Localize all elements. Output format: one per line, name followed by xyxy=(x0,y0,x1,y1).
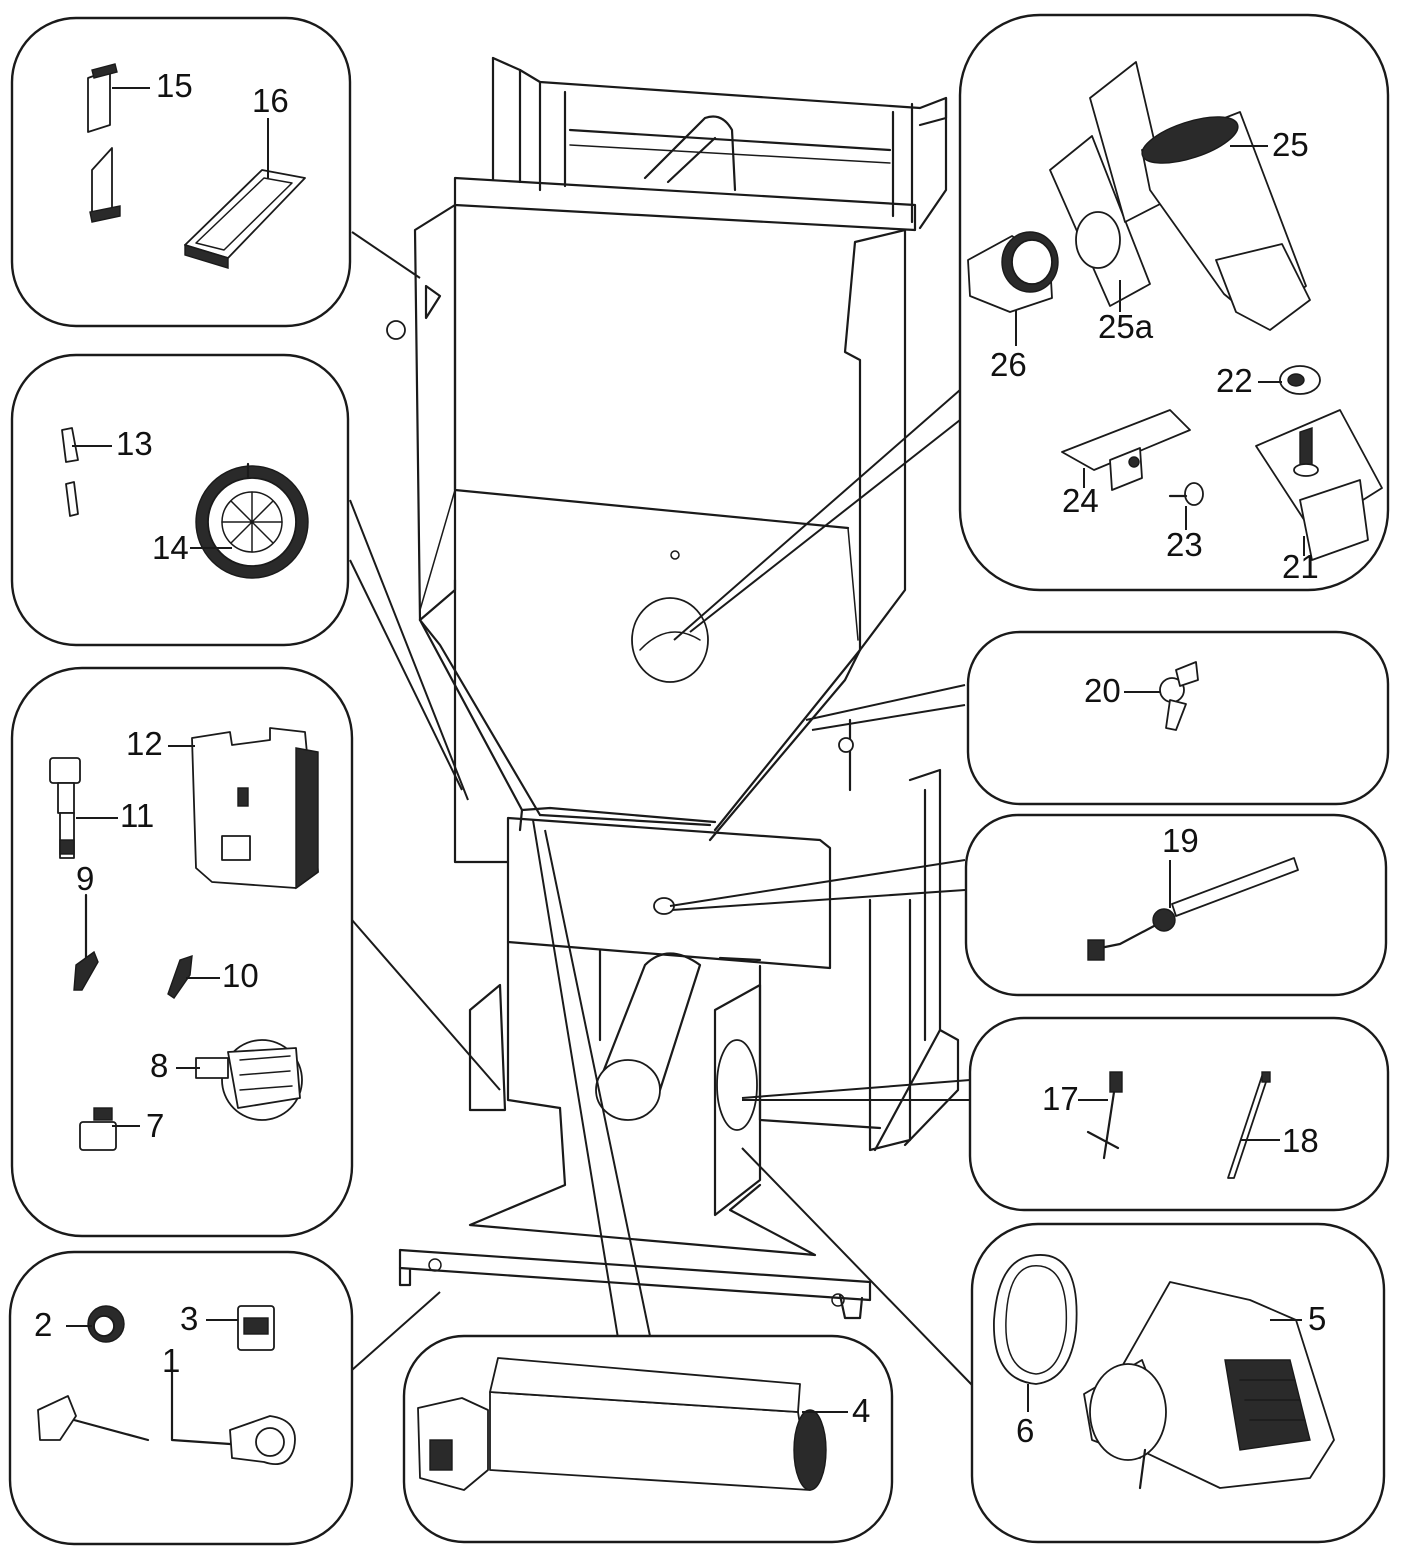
leader-lines xyxy=(349,231,973,1386)
callout-14: 14 xyxy=(152,529,189,566)
panel-15-16 xyxy=(10,16,352,328)
callout-7: 7 xyxy=(146,1107,164,1144)
part-15-drawing xyxy=(87,63,121,223)
callout-4: 4 xyxy=(852,1392,870,1429)
part-25a-drawing xyxy=(1049,135,1151,307)
callout-6: 6 xyxy=(1016,1412,1034,1449)
callout-9: 9 xyxy=(76,860,94,897)
part-16-drawing xyxy=(184,169,306,269)
callout-21: 21 xyxy=(1282,548,1319,585)
part-11-drawing xyxy=(49,757,81,859)
part-12-drawing xyxy=(191,727,319,890)
callout-1: 1 xyxy=(162,1342,180,1379)
part-24-drawing xyxy=(1061,409,1191,491)
callout-18: 18 xyxy=(1282,1122,1319,1159)
part-25-drawing xyxy=(1089,61,1311,331)
part-10-drawing xyxy=(167,954,193,999)
callout-19: 19 xyxy=(1162,822,1199,859)
callout-5: 5 xyxy=(1308,1300,1326,1337)
part-18-drawing xyxy=(1227,1071,1271,1179)
part-4-drawing xyxy=(417,1357,827,1491)
part-26-drawing xyxy=(967,231,1059,313)
part-23-drawing xyxy=(1168,482,1204,506)
part-19-drawing xyxy=(1087,857,1299,961)
callout-22: 22 xyxy=(1216,362,1253,399)
callout-23: 23 xyxy=(1166,526,1203,563)
callout-26: 26 xyxy=(990,346,1027,383)
part-9-drawing xyxy=(73,893,99,991)
part-21-drawing xyxy=(1255,409,1383,561)
panel-17-18 xyxy=(968,1016,1390,1212)
part-6-drawing xyxy=(993,1254,1078,1385)
callout-3: 3 xyxy=(180,1300,198,1337)
part-2-drawing xyxy=(87,1305,125,1343)
part-20-drawing xyxy=(1159,661,1199,731)
part-7-drawing xyxy=(79,1107,117,1151)
callout-leaders xyxy=(66,87,1305,1413)
central-hopper-assembly xyxy=(386,56,960,1320)
part-8-drawing xyxy=(195,1039,303,1121)
part-3-drawing xyxy=(237,1305,275,1351)
callout-20: 20 xyxy=(1084,672,1121,709)
callout-2: 2 xyxy=(34,1306,52,1343)
callout-10: 10 xyxy=(222,957,259,994)
part-5-drawing xyxy=(1083,1281,1335,1490)
part-17-drawing xyxy=(1086,1071,1123,1160)
callout-12: 12 xyxy=(126,725,163,762)
panel-1-3 xyxy=(8,1250,354,1546)
part-14-drawing xyxy=(195,462,309,579)
callout-11: 11 xyxy=(120,797,154,834)
callout-24: 24 xyxy=(1062,482,1099,519)
part-1-drawing xyxy=(37,1370,296,1466)
callout-8: 8 xyxy=(150,1047,168,1084)
part-22-drawing xyxy=(1279,365,1321,395)
callout-13: 13 xyxy=(116,425,153,462)
callout-25a: 25a xyxy=(1098,308,1154,345)
callout-15: 15 xyxy=(156,67,193,104)
callout-25: 25 xyxy=(1272,126,1309,163)
callout-16: 16 xyxy=(252,82,289,119)
callout-17: 17 xyxy=(1042,1080,1079,1117)
part-13-drawing xyxy=(61,427,79,517)
